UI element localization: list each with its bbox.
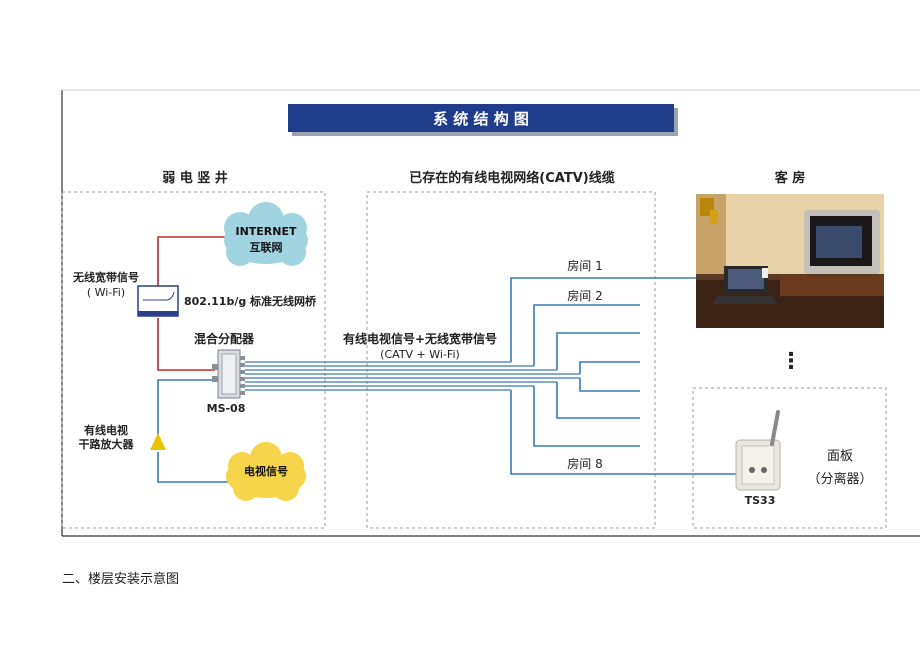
wireless-label: 无线宽带信号 [72,270,139,284]
section-shaft: 弱 电 竖 井 [162,170,228,186]
panel-label: 面板 [827,449,853,464]
bridge-label: 802.11b/g 标准无线网桥 [184,294,317,308]
blue-line-amp-down [157,452,230,483]
tv-signal-label: 电视信号 [244,464,288,478]
panel-device-icon [735,410,781,491]
zone-panel [692,387,887,529]
combined-signal-sub: (CATV + Wi-Fi) [380,348,460,361]
internet-label-cn: 互联网 [250,240,283,254]
splitter-label: （分离器） [807,471,872,487]
mixer-label: 混合分配器 [194,331,255,346]
amp-label-2: 干路放大器 [79,437,135,451]
blue-line-amp-up [157,379,215,442]
more-rooms-ellipsis: ⋮ [780,349,802,374]
room-8-label: 房间 8 [567,456,602,471]
section-room: 客 房 [775,170,806,186]
room-2-label: 房间 2 [567,288,602,303]
section-caption: 二、楼层安装示意图 [62,572,180,587]
internet-cloud [224,202,308,266]
internet-label: INTERNET [235,225,297,238]
branch-lines [510,277,740,475]
combined-signal-label: 有线电视信号+无线宽带信号 [343,331,497,346]
cable-bundle [245,361,580,391]
mixer-model-label: MS-08 [207,402,246,415]
amplifier-icon [150,433,166,450]
room-1-label: 房间 1 [567,258,602,273]
zone-catv [366,191,656,529]
mixer-splitter-icon [212,349,245,399]
red-line-top [157,236,228,286]
panel-model-label: TS33 [745,494,776,507]
red-line-bottom [157,318,215,371]
amp-label: 有线电视 [84,423,128,437]
wireless-bridge-base [138,311,178,316]
bridge-antenna-icon [143,291,175,301]
wifi-label: ( Wi-Fi) [87,286,125,299]
hotel-room-photo [696,194,884,328]
tv-signal-cloud [226,442,306,501]
diagram-title: 系 统 结 构 图 [433,110,529,128]
title-banner [288,104,674,132]
section-catv: 已存在的有线电视网络(CATV)线缆 [409,170,614,186]
